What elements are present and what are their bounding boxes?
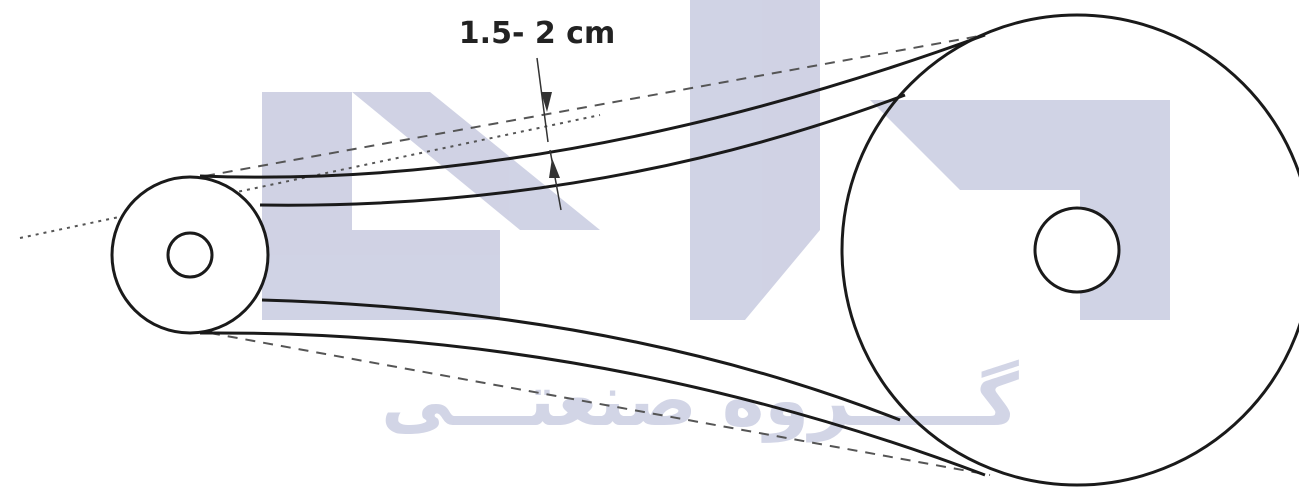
upper-belt-outer bbox=[199, 33, 986, 179]
deflection-arrow-up-icon bbox=[549, 158, 560, 178]
large-pulley bbox=[840, 13, 1299, 487]
deflection-marker-upper-line bbox=[536, 57, 549, 143]
upper-belt-inner bbox=[259, 93, 906, 207]
lower-belt-inner bbox=[261, 298, 901, 422]
watermark-shape-slant bbox=[352, 92, 600, 230]
ideal-lower-belt-dashed bbox=[209, 332, 991, 476]
lower-belt-outer bbox=[199, 331, 986, 477]
watermark-shape-middle bbox=[690, 0, 820, 320]
watermark-shape-left bbox=[262, 92, 500, 320]
large-pulley-hub bbox=[1033, 206, 1121, 294]
deflection-arrow-down-icon bbox=[541, 92, 552, 112]
ideal-upper-belt-dashed bbox=[204, 34, 986, 177]
watermark-text: گـــــروه صنعتـــی bbox=[381, 358, 1019, 443]
small-pulley-hub bbox=[166, 231, 214, 279]
deflection-label: 1.5- 2 cm bbox=[459, 16, 615, 51]
deflection-marker: 1.5- 2 cm bbox=[459, 16, 615, 211]
